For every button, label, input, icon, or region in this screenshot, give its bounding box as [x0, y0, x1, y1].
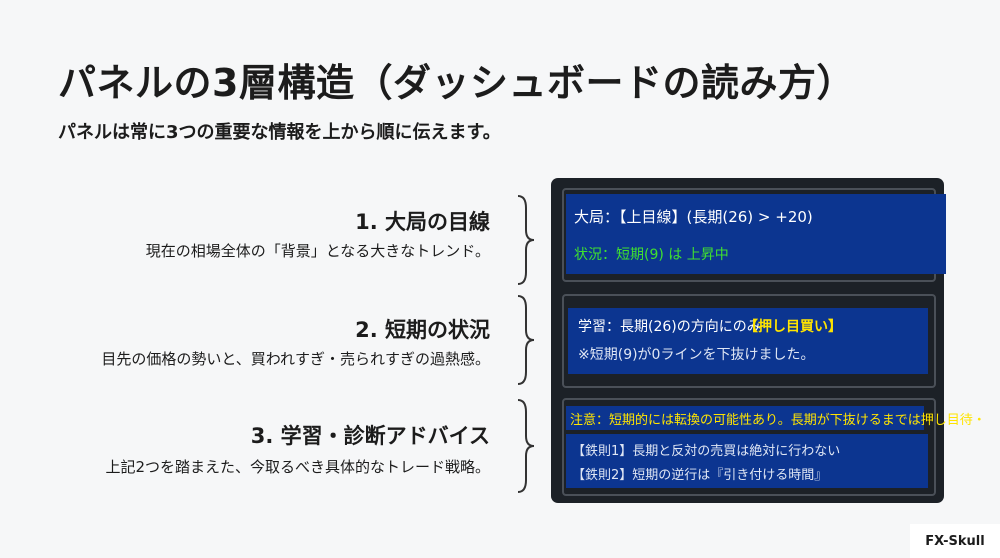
trend-bar — [566, 194, 946, 274]
section-1-description: 現在の相場全体の「背景」となる大きなトレンド。 — [145, 242, 490, 260]
panel-box-trend: 大局：【上目線】(長期(26) > +20) 状況：短期(9) は 上昇中 — [562, 188, 946, 282]
caution-bar — [566, 406, 924, 430]
brand-label: FX-Skull — [910, 524, 1000, 558]
rules-bar — [566, 434, 928, 488]
status-line: 状況：短期(9) は 上昇中 — [574, 247, 729, 263]
panel-box-learning: 学習：長期(26)の方向にのみ 【押し目買い】 ※短期(9)が0ラインを下抜けま… — [562, 294, 936, 388]
page-subtitle: パネルは常に3つの重要な情報を上から順に伝えます。 — [58, 122, 501, 143]
section-2-description: 目先の価格の勢いと、買われすぎ・売られすぎの過熱感。 — [101, 350, 490, 368]
trend-line: 大局：【上目線】(長期(26) > +20) — [574, 208, 813, 226]
learning-note: ※短期(9)が0ラインを下抜けました。 — [578, 347, 815, 363]
learning-bar — [568, 308, 928, 374]
section-1-brace-icon — [517, 195, 535, 285]
panel-box-advice: 注意：短期的には転換の可能性あり。長期が下抜けるまでは押し目待・ 【鉄則1】長期… — [562, 398, 986, 496]
section-1-heading: 1. 大局の目線 — [355, 210, 490, 234]
caution-line: 注意：短期的には転換の可能性あり。長期が下抜けるまでは押し目待・ — [570, 413, 986, 428]
learning-tag: 【押し目買い】 — [744, 319, 842, 335]
page-title: パネルの3層構造（ダッシュボードの読み方） — [58, 61, 855, 105]
dashboard-panel: 大局：【上目線】(長期(26) > +20) 状況：短期(9) は 上昇中 学習… — [551, 178, 986, 503]
section-3-heading: 3. 学習・診断アドバイス — [250, 424, 490, 448]
rule-1: 【鉄則1】長期と反対の売買は絶対に行わない — [572, 444, 841, 459]
section-3-brace-icon — [517, 399, 535, 493]
section-3-description: 上記2つを踏まえた、今取るべき具体的なトレード戦略。 — [105, 458, 490, 476]
learning-line: 学習：長期(26)の方向にのみ — [578, 319, 761, 335]
section-2-heading: 2. 短期の状況 — [355, 318, 490, 342]
rule-2: 【鉄則2】短期の逆行は『引き付ける時間』 — [572, 468, 828, 483]
section-2-brace-icon — [517, 295, 535, 385]
